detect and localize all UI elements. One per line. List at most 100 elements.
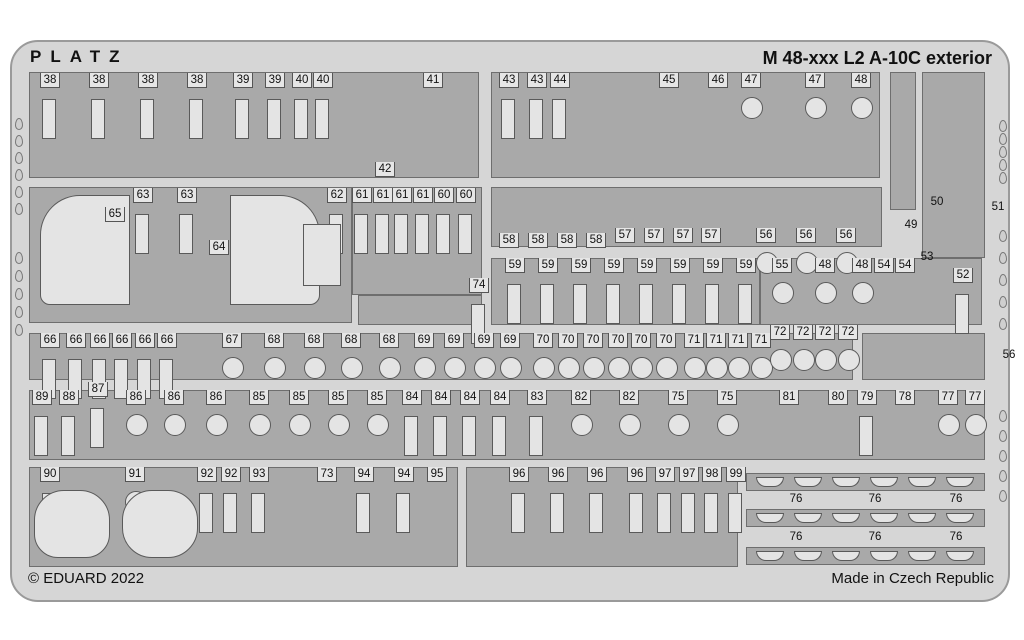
etched-part-round: [706, 357, 728, 379]
etched-part-round: [558, 357, 580, 379]
part-number-label: 39: [233, 73, 253, 88]
part-number-label: 86: [126, 390, 146, 405]
part-number-label: 59: [571, 258, 591, 273]
etched-part: [458, 214, 472, 254]
part-number-label: 85: [249, 390, 269, 405]
etched-part-round: [164, 414, 186, 436]
part-number-label: 57: [673, 228, 693, 243]
etched-part-round: [838, 349, 860, 371]
part-number-label: 58: [499, 233, 519, 248]
part-number-label: 84: [490, 390, 510, 405]
etched-part-round: [289, 414, 311, 436]
part-number-label: 52: [953, 268, 973, 283]
part-number-label: 41: [423, 73, 443, 88]
etched-part: [573, 284, 587, 324]
part-number-label: 74: [469, 278, 489, 293]
part-number-label: 59: [703, 258, 723, 273]
part-number-label: 57: [644, 228, 664, 243]
etched-part-round: [852, 282, 874, 304]
etched-part: [415, 214, 429, 254]
part-number-label: 66: [157, 333, 177, 348]
part-number-label: 82: [619, 390, 639, 405]
etched-part-round: [851, 97, 873, 119]
alignment-mark: [999, 410, 1007, 422]
part-number-label: 48: [815, 258, 835, 273]
part-number-label: 48: [852, 258, 872, 273]
alignment-mark: [15, 324, 23, 336]
etched-part: [955, 294, 969, 334]
part-number-label: 61: [352, 188, 372, 203]
etched-part-round: [249, 414, 271, 436]
part-number-label: 56: [796, 228, 816, 243]
etched-part-round: [583, 357, 605, 379]
etched-part: [90, 408, 104, 448]
part-number-label: 70: [656, 333, 676, 348]
part-number-label: 76: [789, 531, 803, 543]
etched-part-round: [444, 357, 466, 379]
alignment-mark: [999, 230, 1007, 242]
etched-part-91: [122, 490, 198, 558]
etched-part-round: [304, 357, 326, 379]
part-number-label: 40: [292, 73, 312, 88]
part-number-label: 86: [206, 390, 226, 405]
copyright-text: © EDUARD 2022: [28, 570, 145, 587]
part-number-label: 39: [265, 73, 285, 88]
part-number-label: 72: [815, 325, 835, 340]
alignment-mark: [15, 306, 23, 318]
part-number-label: 71: [728, 333, 748, 348]
etched-part: [294, 99, 308, 139]
part-number-label: 49: [904, 219, 918, 231]
part-number-label: 63: [177, 188, 197, 203]
part-number-label: 43: [499, 73, 519, 88]
etched-part: [704, 493, 718, 533]
etched-part-round: [126, 414, 148, 436]
alignment-mark: [999, 318, 1007, 330]
etched-part: [606, 284, 620, 324]
part-number-label: 66: [135, 333, 155, 348]
alignment-mark: [15, 252, 23, 264]
etched-part-round: [500, 357, 522, 379]
etched-part: [501, 99, 515, 139]
part-number-label: 56: [756, 228, 776, 243]
part-number-label: 63: [133, 188, 153, 203]
fret-panel: [890, 72, 916, 210]
part-number-label: 76: [789, 493, 803, 505]
etched-part: [396, 493, 410, 533]
part-number-label: 91: [125, 467, 145, 482]
part-number-label: 57: [701, 228, 721, 243]
etched-part-round: [367, 414, 389, 436]
part-number-label: 38: [187, 73, 207, 88]
part-number-label: 96: [509, 467, 529, 482]
part-number-label: 47: [805, 73, 825, 88]
etched-part: [552, 99, 566, 139]
part-number-label: 61: [413, 188, 433, 203]
part-number-label: 42: [375, 162, 395, 177]
part-number-label: 59: [670, 258, 690, 273]
part-number-label: 56: [1002, 349, 1016, 361]
part-number-label: 70: [533, 333, 553, 348]
etched-part: [681, 493, 695, 533]
part-number-label: 84: [402, 390, 422, 405]
part-number-label: 85: [289, 390, 309, 405]
etched-part: [375, 214, 389, 254]
etched-part-round: [328, 414, 350, 436]
part-number-label: 66: [66, 333, 86, 348]
part-number-label: 68: [341, 333, 361, 348]
part-number-label: 97: [679, 467, 699, 482]
fret-title: M 48-xxx L2 A-10C exterior: [762, 48, 992, 68]
part-number-label: 70: [608, 333, 628, 348]
etched-part-round: [741, 97, 763, 119]
etched-part: [42, 99, 56, 139]
etched-part: [657, 493, 671, 533]
part-number-label: 56: [836, 228, 856, 243]
etched-part-round: [805, 97, 827, 119]
part-number-label: 96: [548, 467, 568, 482]
etched-part: [199, 493, 213, 533]
etched-part: [34, 416, 48, 456]
part-number-label: 97: [655, 467, 675, 482]
etched-part: [462, 416, 476, 456]
etched-part: [235, 99, 249, 139]
part-number-label: 43: [527, 73, 547, 88]
part-number-label: 93: [249, 467, 269, 482]
etched-part: [738, 284, 752, 324]
